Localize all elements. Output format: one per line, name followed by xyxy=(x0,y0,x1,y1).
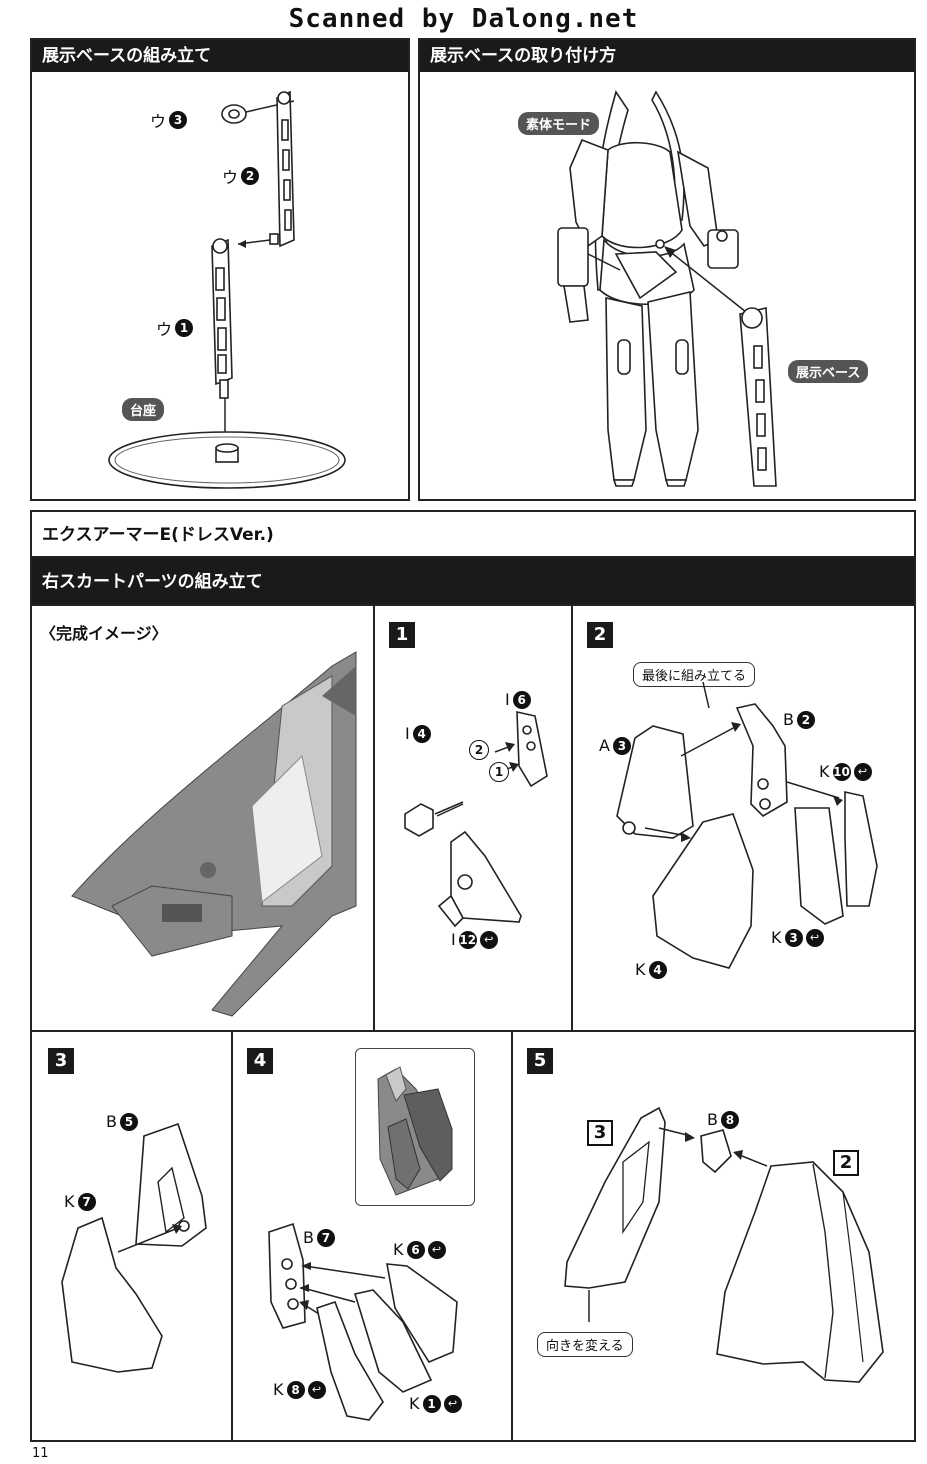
step-number: 3 xyxy=(48,1048,74,1074)
step-1-drawing xyxy=(404,710,548,928)
step-4-drawing xyxy=(268,1222,458,1421)
order-1: 1 xyxy=(489,762,509,782)
step-number: 2 xyxy=(587,622,613,648)
display-base-attachment-panel: 展示ベースの取り付け方 素体モード xyxy=(418,38,916,501)
step-number: 5 xyxy=(527,1048,553,1074)
display-base-tag: 展示ベース xyxy=(788,360,869,383)
panel-title: 展示ベースの組み立て xyxy=(32,40,408,72)
order-2: 2 xyxy=(469,740,489,760)
page-number: 11 xyxy=(32,1446,49,1461)
figure-drawing xyxy=(557,90,777,487)
step-number: 1 xyxy=(389,622,415,648)
step-3-drawing xyxy=(61,1122,207,1373)
step-number: 4 xyxy=(247,1048,273,1074)
panel-title: 展示ベースの取り付け方 xyxy=(420,40,914,72)
section-panel: エクスアーマーE(ドレスVer.) 右スカートパーツの組み立て xyxy=(30,510,916,606)
ref-step-3: 3 xyxy=(587,1120,613,1146)
reference-image-frame xyxy=(355,1048,475,1206)
section-subtitle: 右スカートパーツの組み立て xyxy=(32,558,914,606)
finished-image-panel: 〈完成イメージ〉 xyxy=(30,604,375,1032)
finished-label: 〈完成イメージ〉 xyxy=(40,624,168,643)
finished-skirt-image xyxy=(71,651,357,1017)
mode-tag: 素体モード xyxy=(518,112,600,135)
step-2-drawing xyxy=(616,681,878,969)
base-tag: 台座 xyxy=(122,398,165,421)
reference-image xyxy=(377,1066,453,1196)
base-assembly-drawing xyxy=(108,90,346,489)
note-tag: 最後に組み立てる xyxy=(633,662,756,687)
note-tag: 向きを変える xyxy=(537,1332,633,1357)
ref-step-2: 2 xyxy=(833,1150,859,1176)
step-5-drawing xyxy=(564,1106,884,1383)
section-title: エクスアーマーE(ドレスVer.) xyxy=(32,512,914,558)
watermark: Scanned by Dalong.net xyxy=(288,4,639,34)
